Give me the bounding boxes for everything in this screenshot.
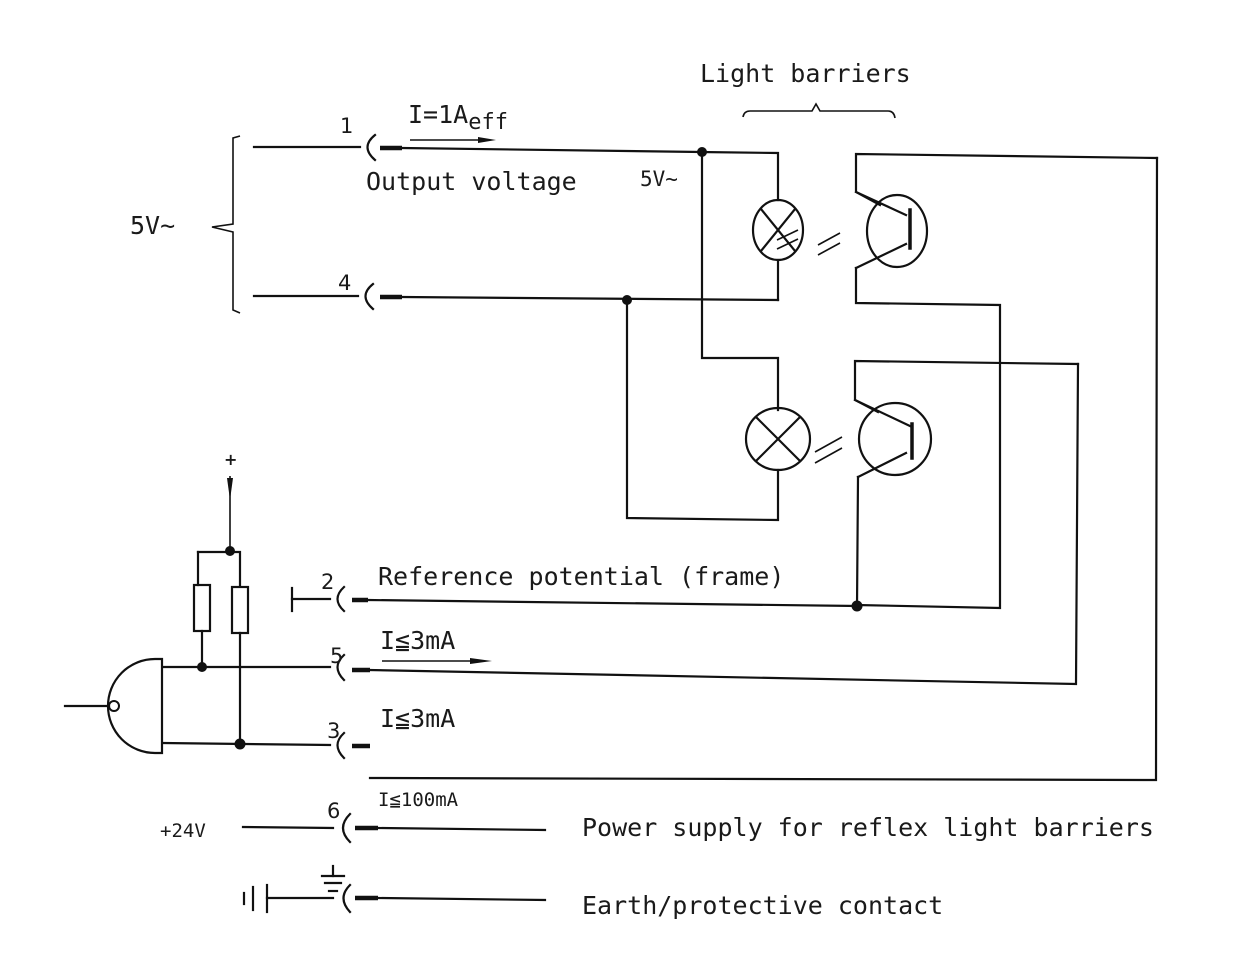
pin-2-number: 2 (321, 570, 334, 594)
light-barriers-title: Light barriers (700, 59, 911, 88)
current-pin3-label: I≦3mA (380, 704, 455, 733)
lamp-voltage-label: 5V~ (640, 167, 678, 191)
pin-2-connector: 2 (290, 570, 859, 613)
supply-arrow (227, 476, 233, 551)
light-rays-upper-2 (817, 232, 841, 256)
lamp-upper (751, 198, 805, 262)
light-rays-upper (776, 229, 799, 250)
light-rays-lower (814, 436, 843, 464)
light-barriers-brace (742, 102, 896, 119)
phototransistor-upper (854, 190, 929, 270)
pin-4-connector: 4 (252, 271, 780, 311)
pin-4-number: 4 (338, 271, 351, 295)
phototransistor-lower (853, 398, 933, 479)
pin-6-connector: 6 (241, 799, 547, 844)
power-supply-label: Power supply for reflex light barriers (582, 813, 1154, 842)
junction-pin3 (234, 738, 246, 750)
current-arrow-pin5 (382, 658, 492, 664)
pin-6-number: 6 (327, 799, 340, 823)
pin-1-connector: 1 (252, 114, 702, 162)
current-pin5-label: I≦3mA (380, 626, 455, 655)
pin-3-connector: 3 (161, 719, 370, 760)
pin-1-number: 1 (340, 114, 353, 138)
resistor-right (230, 585, 250, 635)
earth-label: Earth/protective contact (582, 891, 943, 920)
logic-gate (63, 657, 164, 755)
pin-3-number: 3 (327, 719, 340, 743)
pin-5-connector: 5 (161, 644, 370, 682)
reference-potential-label: Reference potential (frame) (378, 562, 784, 591)
lamp-lower (744, 406, 812, 472)
current-pin6-label: I≦100mA (378, 789, 459, 811)
output-voltage-label: Output voltage (366, 167, 577, 196)
plus-label: + (224, 450, 237, 469)
resistor-left (192, 583, 212, 633)
earth-symbol (242, 864, 547, 914)
current-arrow-pin1 (410, 137, 496, 143)
current-pin1-label: I=1Aeff (408, 100, 508, 135)
junction-pin5 (197, 662, 207, 672)
plus-24v-label: +24V (160, 820, 206, 842)
pin-5-number: 5 (330, 644, 343, 668)
supply-brace (211, 135, 241, 314)
supply-voltage-label: 5V~ (130, 211, 175, 240)
